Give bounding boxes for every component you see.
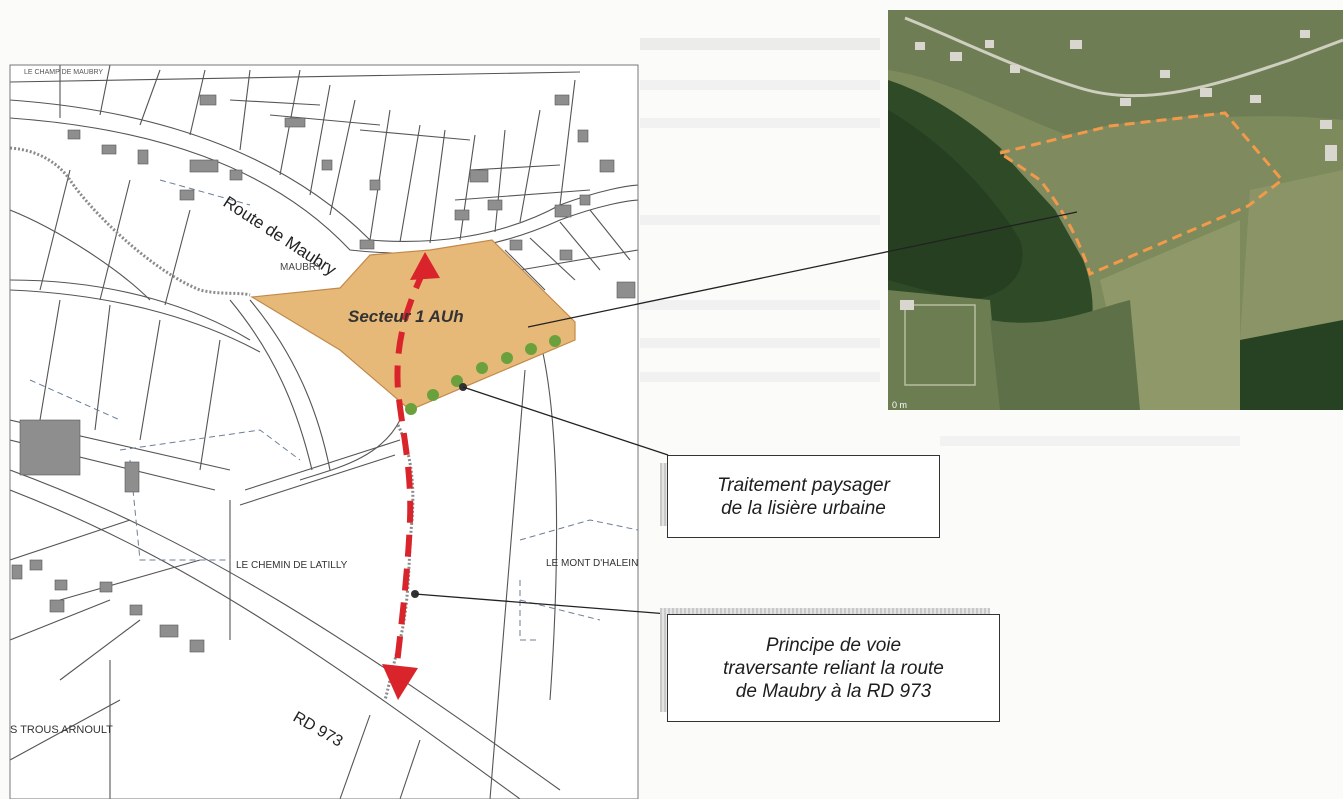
label-chemin-de-latilly: LE CHEMIN DE LATILLY	[236, 560, 348, 571]
parcel-lines	[10, 65, 638, 799]
aerial-scale-label: 0 m	[892, 400, 907, 410]
label-trous-arnoult: S TROUS ARNOULT	[10, 724, 113, 736]
arrow-head-north	[410, 252, 440, 280]
through-road-arrow	[382, 252, 440, 700]
faded-background-text	[640, 38, 1240, 446]
callout-road-line3: de Maubry à la RD 973	[735, 680, 932, 702]
label-top-left-place: LE CHAMP DE MAUBRY	[24, 69, 103, 76]
callout-road-line2: traversante reliant la route	[723, 657, 944, 679]
callout-road-line1: Principe de voie	[765, 634, 902, 656]
aerial-photo: 0 m	[888, 10, 1343, 410]
cadastral-map: Route de Maubry MAUBRY Secteur 1 AUh LE …	[10, 65, 638, 799]
callout-hedge-treatment: Traitement paysager de la lisière urbain…	[667, 455, 940, 538]
arrow-head-south	[382, 664, 418, 700]
callout-through-road: Principe de voie traversante reliant la …	[667, 614, 1000, 722]
hedge-treatment-dots	[405, 335, 561, 415]
label-sector-1auh: Secteur 1 AUh	[348, 307, 464, 326]
sector-1auh-area	[250, 239, 576, 411]
callout-hedge-line2: de la lisière urbaine	[721, 497, 886, 519]
label-maubry: MAUBRY	[280, 262, 323, 273]
dashed-boundaries	[29, 179, 638, 641]
aerial-sector-outline	[996, 111, 1285, 277]
callout-hedge-line1: Traitement paysager	[717, 474, 890, 496]
label-mont-halein: LE MONT D'HALEIN	[546, 558, 638, 569]
map-frame	[9, 64, 639, 799]
buildings	[11, 94, 636, 653]
leader-lines	[414, 211, 1078, 615]
